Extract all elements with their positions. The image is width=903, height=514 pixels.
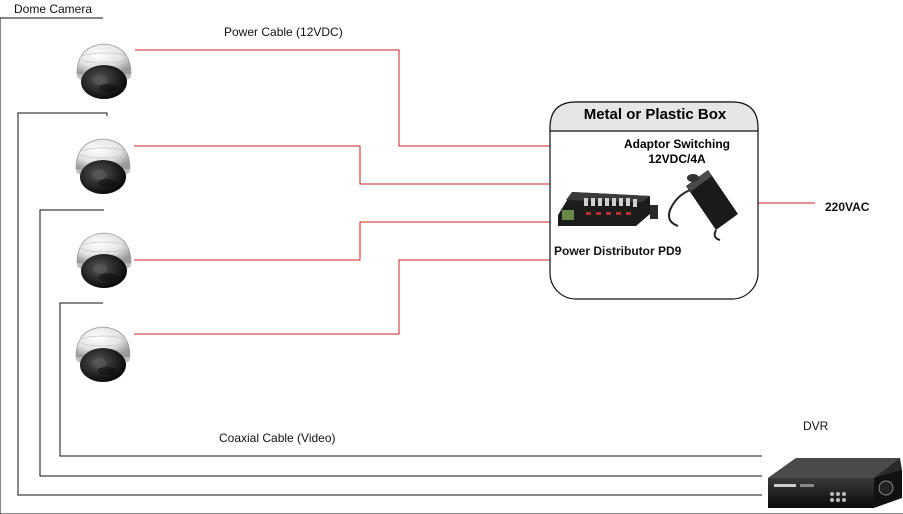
power-cable-label: Power Cable (12VDC): [224, 25, 343, 39]
coaxial-cables: [0, 17, 903, 514]
power-cable-2: [134, 145, 552, 185]
mains-label: 220VAC: [825, 200, 870, 214]
dvr-icon: [768, 458, 902, 508]
power-distributor-label: Power Distributor PD9: [554, 244, 682, 258]
power-cable-4: [134, 259, 552, 335]
adaptor-label-line1: Adaptor Switching: [624, 137, 730, 151]
power-adaptor-icon: [668, 170, 738, 241]
dome-camera-label: Dome Camera: [14, 2, 93, 16]
dome-camera-icon: [75, 326, 131, 383]
box-title-bar: [549, 101, 759, 132]
coaxial-cable-label: Coaxial Cable (Video): [219, 431, 336, 445]
dvr-label: DVR: [803, 419, 829, 433]
dome-camera-icon: [76, 43, 132, 100]
power-cable-1: [135, 49, 552, 147]
box-title: Metal or Plastic Box: [583, 106, 727, 123]
coax-cable-3: [39, 209, 762, 477]
dome-camera-icon: [76, 232, 132, 289]
adaptor-label-line2: 12VDC/4A: [648, 152, 706, 166]
adaptor-label: Adaptor Switching 12VDC/4A: [612, 137, 742, 167]
power-cables: [134, 49, 815, 335]
power-cable-3: [134, 221, 552, 261]
coax-cable-2: [17, 112, 762, 496]
coax-cable-4: [59, 302, 762, 457]
coax-cable-1: [0, 17, 903, 514]
power-distributor-icon: [558, 192, 658, 226]
dome-camera-icon: [75, 138, 131, 195]
